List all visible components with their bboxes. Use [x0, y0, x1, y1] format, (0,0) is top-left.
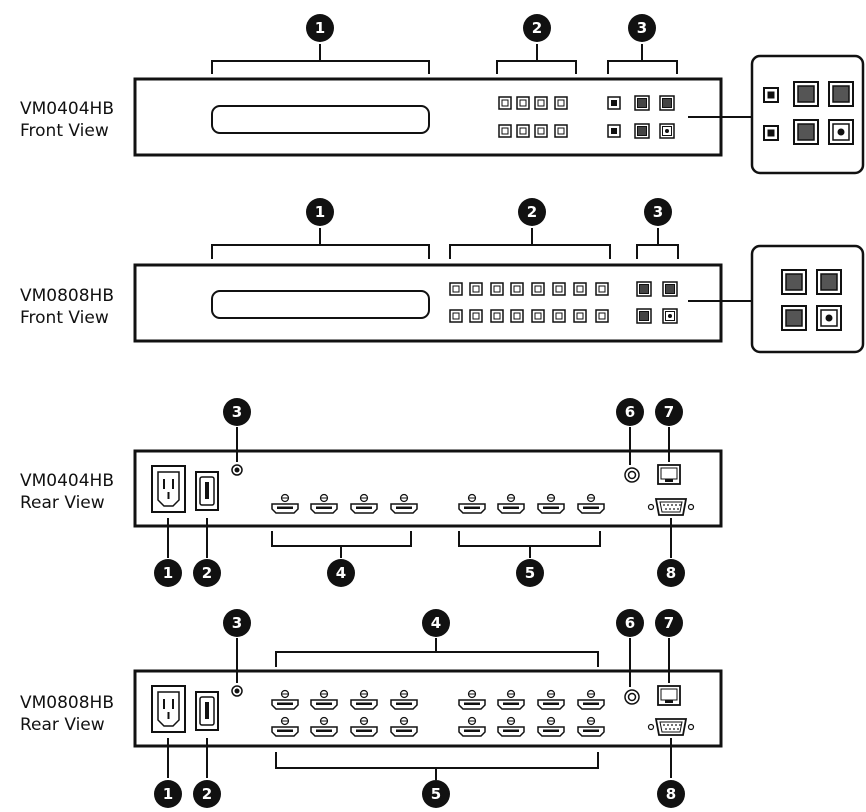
model-name: VM0404HB [20, 99, 115, 119]
svg-text:1: 1 [163, 785, 173, 803]
callout-8: 8 [657, 780, 685, 808]
audio-jack [624, 467, 640, 483]
function-buttons-detail [750, 54, 865, 175]
view-side: Front View [20, 121, 109, 141]
svg-text:3: 3 [653, 203, 663, 221]
ground-terminal [231, 464, 243, 476]
svg-text:5: 5 [525, 564, 535, 582]
svg-text:4: 4 [431, 614, 441, 632]
vm0808hb-front-panel: 1 2 3 [133, 198, 865, 354]
svg-text:3: 3 [232, 614, 242, 632]
svg-text:2: 2 [532, 19, 542, 37]
svg-text:8: 8 [666, 564, 676, 582]
svg-text:3: 3 [637, 19, 647, 37]
callout-3: 3 [628, 14, 656, 42]
svg-text:2: 2 [202, 785, 212, 803]
vm0808hb-rear-label: VM0808HB Rear View [20, 692, 114, 736]
callout-7: 7 [655, 398, 683, 426]
svg-text:1: 1 [315, 19, 325, 37]
callout-6: 6 [616, 609, 644, 637]
svg-text:4: 4 [336, 564, 346, 582]
svg-text:8: 8 [666, 785, 676, 803]
callout-2: 2 [193, 559, 221, 587]
function-buttons-detail [750, 244, 865, 354]
callout-3: 3 [223, 609, 251, 637]
audio-jack [624, 689, 640, 705]
callout-5: 5 [516, 559, 544, 587]
callout-6: 6 [616, 398, 644, 426]
view-side: Rear View [20, 493, 105, 513]
svg-text:7: 7 [664, 403, 674, 421]
callout-3: 3 [644, 198, 672, 226]
model-name: VM0404HB [20, 471, 115, 491]
callout-8: 8 [657, 559, 685, 587]
view-side: Rear View [20, 715, 105, 735]
callout-7: 7 [655, 609, 683, 637]
svg-text:2: 2 [527, 203, 537, 221]
callout-1: 1 [154, 780, 182, 808]
power-socket [151, 465, 186, 513]
vm0404hb-front-panel: 1 2 3 [133, 14, 865, 175]
ethernet-port [657, 685, 681, 706]
callout-2: 2 [523, 14, 551, 42]
lcd-display [211, 290, 430, 319]
svg-text:6: 6 [625, 614, 635, 632]
svg-text:3: 3 [232, 403, 242, 421]
vm0808hb-rear-panel: 3 4 6 7 1 2 5 8 [133, 609, 723, 808]
vm0808hb-front-label: VM0808HB Front View [20, 285, 114, 329]
lcd-display [211, 105, 430, 134]
svg-text:1: 1 [315, 203, 325, 221]
vm0404hb-rear-panel: 3 6 7 1 2 4 5 8 [133, 398, 723, 587]
callout-4: 4 [327, 559, 355, 587]
ethernet-port [657, 464, 681, 485]
svg-text:1: 1 [163, 564, 173, 582]
callout-4: 4 [422, 609, 450, 637]
svg-text:5: 5 [431, 785, 441, 803]
callout-3: 3 [223, 398, 251, 426]
rs232-port [647, 498, 695, 516]
ground-terminal [231, 685, 243, 697]
model-name: VM0808HB [20, 693, 115, 713]
svg-text:2: 2 [202, 564, 212, 582]
callout-5: 5 [422, 780, 450, 808]
callout-1: 1 [306, 198, 334, 226]
vm0404hb-front-label: VM0404HB Front View [20, 98, 114, 142]
power-socket [151, 685, 186, 733]
callout-1: 1 [154, 559, 182, 587]
vm0404hb-rear-label: VM0404HB Rear View [20, 470, 114, 514]
power-switch [195, 471, 219, 511]
view-side: Front View [20, 308, 109, 328]
model-name: VM0808HB [20, 286, 115, 306]
callout-1: 1 [306, 14, 334, 42]
svg-text:7: 7 [664, 614, 674, 632]
power-switch [195, 691, 219, 731]
svg-text:6: 6 [625, 403, 635, 421]
callout-2: 2 [193, 780, 221, 808]
rs232-port [647, 718, 695, 736]
callout-2: 2 [518, 198, 546, 226]
